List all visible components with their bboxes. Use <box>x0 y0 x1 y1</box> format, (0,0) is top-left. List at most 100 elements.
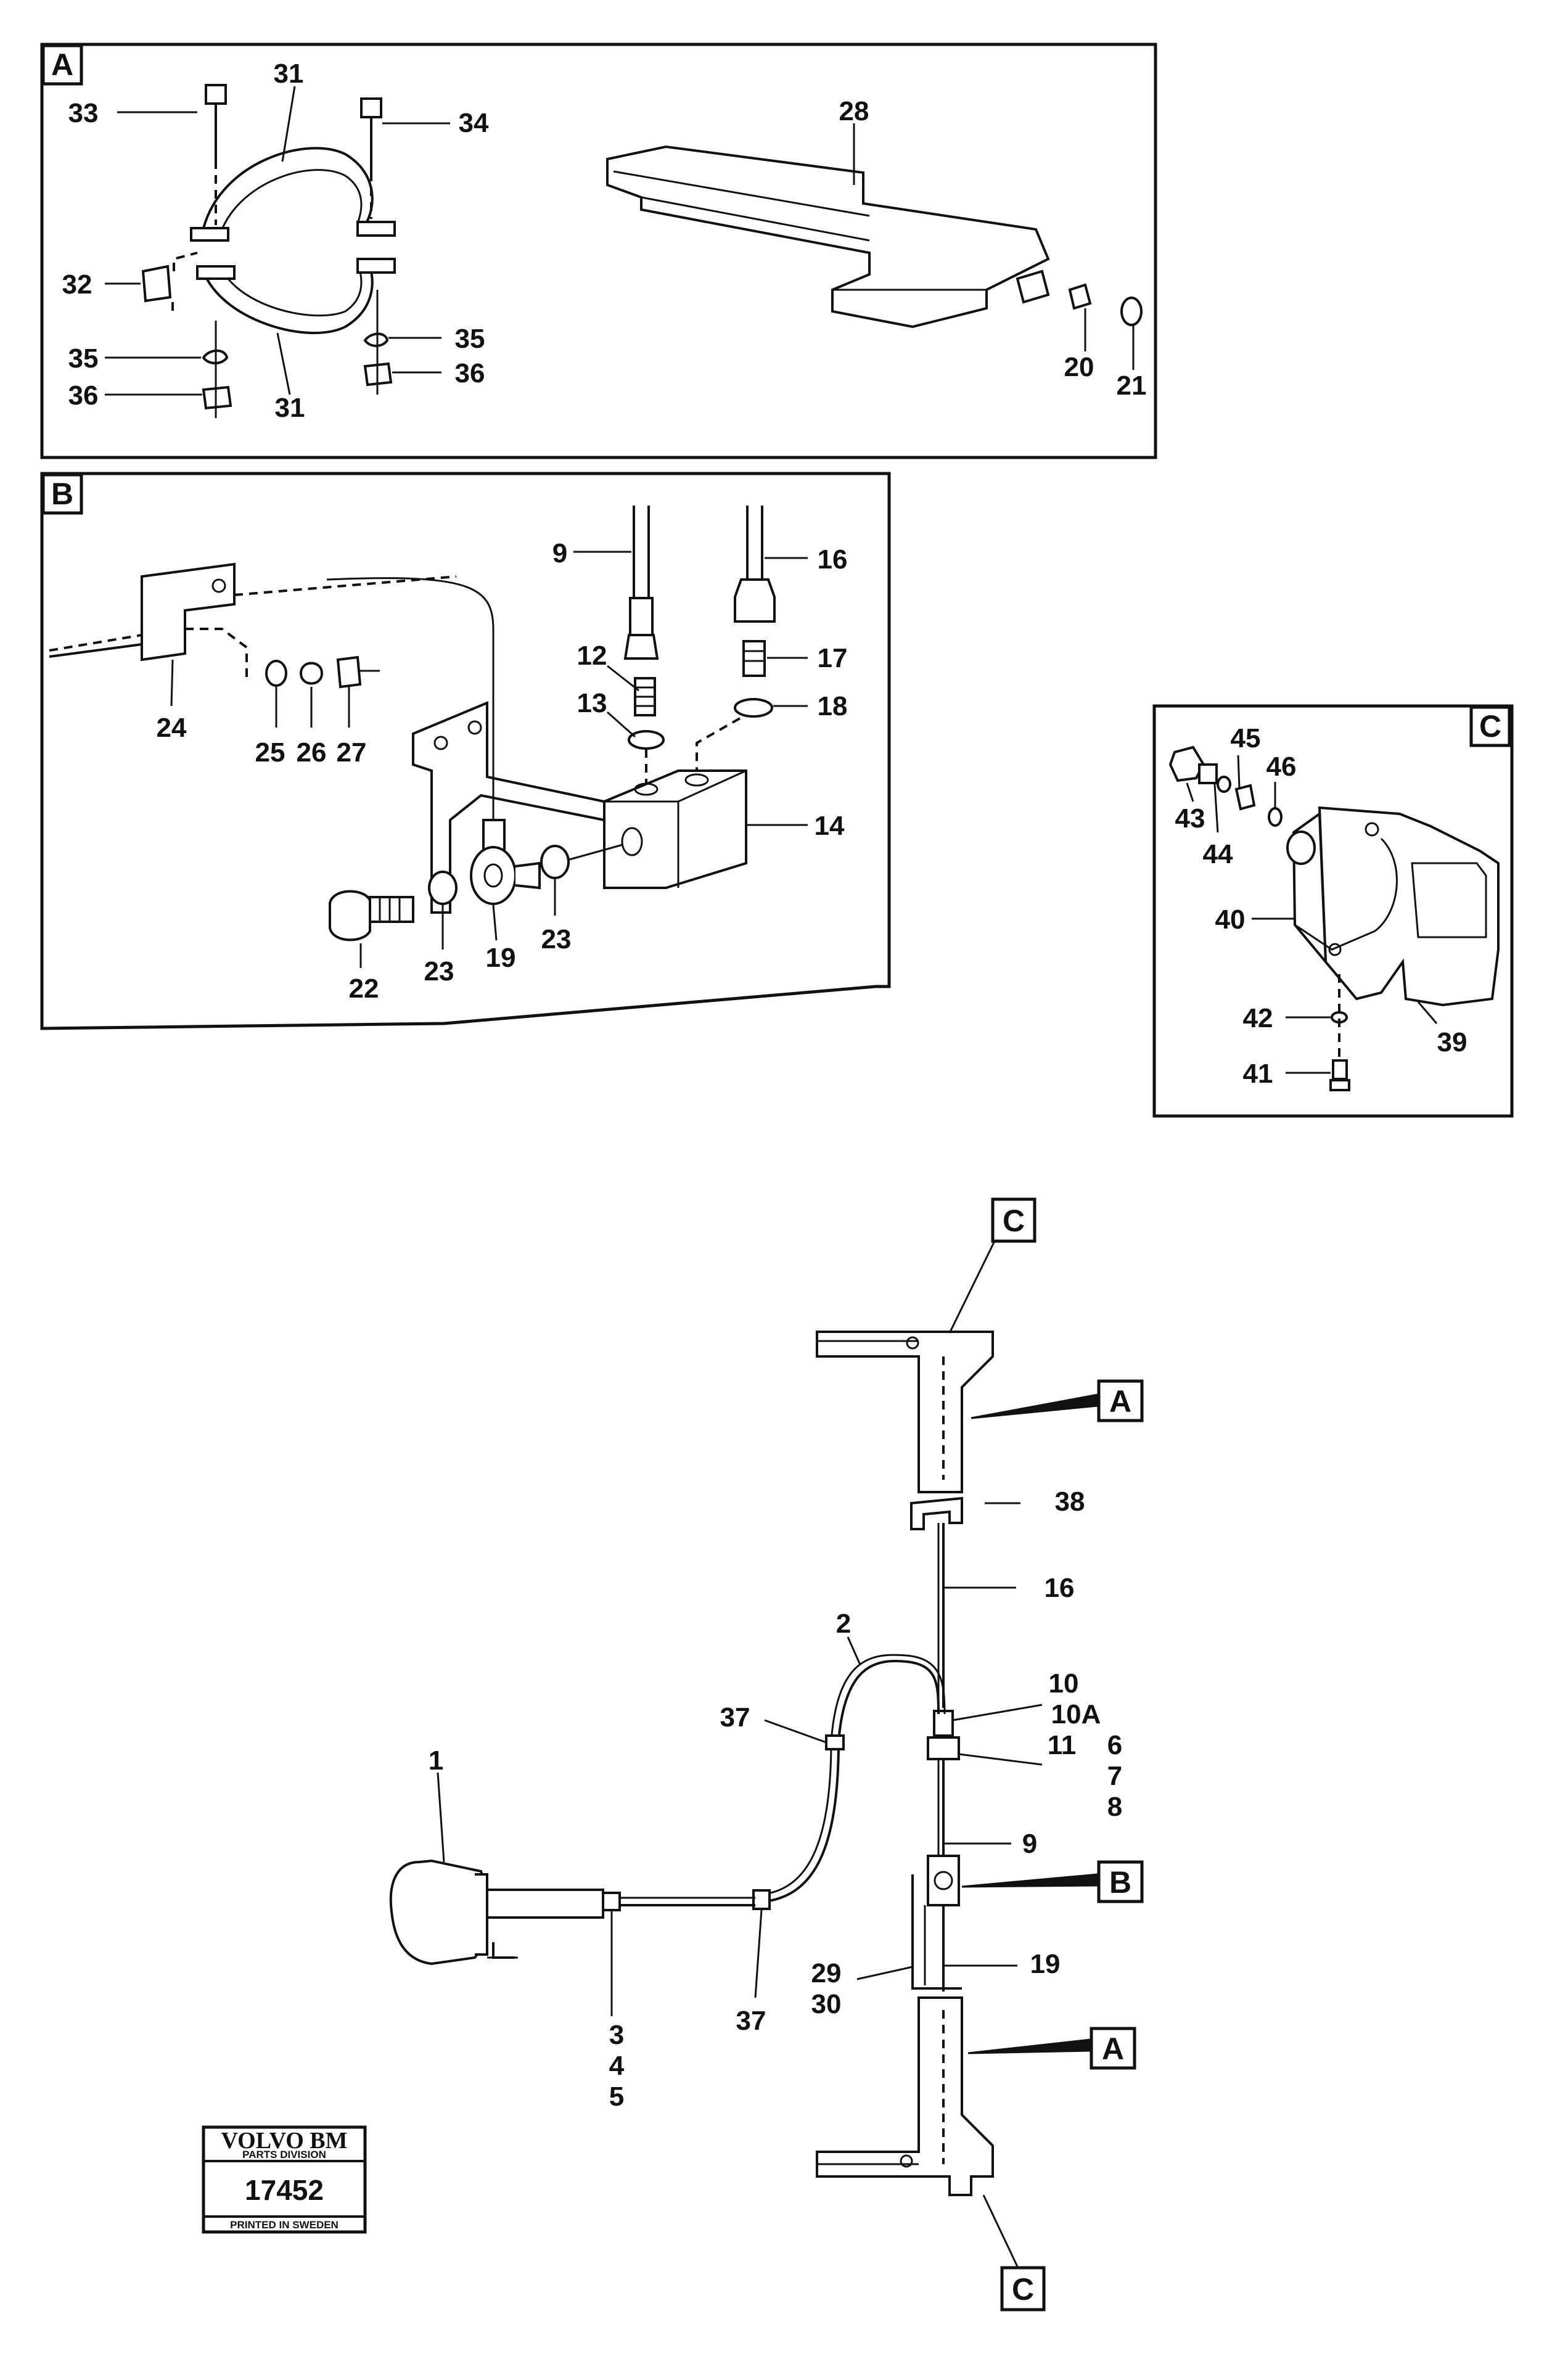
label-1: 1 <box>429 1746 443 1776</box>
label-39: 39 <box>1437 1027 1467 1057</box>
hose-9 <box>623 506 659 660</box>
bracket-40 <box>1286 811 1379 966</box>
valve-block-lower <box>927 1855 960 1906</box>
detail-a-frame <box>40 43 1157 459</box>
detail-c-frame <box>1152 704 1514 1118</box>
label-19-main: 19 <box>1030 1949 1061 1979</box>
bushing-32 <box>141 265 172 303</box>
bolt-33 <box>205 84 227 225</box>
detail-b-letter: B <box>51 477 73 511</box>
washer-25 <box>265 660 287 687</box>
nut-36-left <box>202 385 232 410</box>
lock-washer-26 <box>299 662 324 685</box>
lock-washer-35-right <box>363 332 389 347</box>
label-24: 24 <box>157 713 187 743</box>
label-37-top: 37 <box>720 1702 750 1733</box>
clip-37-bottom <box>752 1889 771 1910</box>
detail-c-letter: C <box>1479 709 1501 744</box>
label-13: 13 <box>577 688 607 718</box>
detail-a-box <box>41 44 83 86</box>
logo-number: 17452 <box>245 2174 324 2206</box>
label-33: 33 <box>68 98 99 128</box>
clip-38 <box>910 1496 963 1530</box>
label-36-left: 36 <box>68 380 99 411</box>
label-6: 6 <box>1107 1730 1122 1760</box>
label-9-main: 9 <box>1022 1829 1037 1859</box>
detail-c-panel: C <box>1152 704 1514 1118</box>
clip-37-top <box>825 1734 845 1750</box>
label-5: 5 <box>609 2082 624 2112</box>
label-46: 46 <box>1266 752 1297 782</box>
label-3: 3 <box>609 2020 624 2050</box>
label-44: 44 <box>1203 839 1233 869</box>
bolt-41 <box>1329 1059 1350 1091</box>
label-25: 25 <box>255 737 285 768</box>
washer-18 <box>734 698 773 718</box>
ref-marker-c-bottom: C <box>982 2194 1046 2312</box>
logo-division: PARTS DIVISION <box>242 2149 326 2160</box>
label-36-right: 36 <box>455 358 485 388</box>
label-16-detail: 16 <box>818 544 848 575</box>
label-26: 26 <box>297 737 327 768</box>
label-19-detail: 19 <box>486 943 516 973</box>
logo-footer: PRINTED IN SWEDEN <box>230 2219 339 2231</box>
label-8: 8 <box>1107 1792 1122 1822</box>
detail-c-box <box>1469 705 1511 747</box>
label-27: 27 <box>337 737 367 768</box>
label-10a: 10A <box>1051 1699 1101 1729</box>
label-35-right: 35 <box>455 324 485 354</box>
detail-b-box <box>41 473 83 515</box>
label-37-bottom: 37 <box>736 2006 766 2036</box>
label-18: 18 <box>818 691 848 721</box>
washer-21 <box>1120 297 1143 326</box>
bracket <box>412 701 605 914</box>
nut-27 <box>336 655 362 689</box>
detail-b-panel: B <box>40 472 891 1030</box>
svg-text:C: C <box>1012 2272 1034 2307</box>
ref-marker-a-upper: A <box>971 1379 1144 1422</box>
label-20: 20 <box>1064 352 1094 382</box>
label-30: 30 <box>811 1989 842 2019</box>
label-42: 42 <box>1243 1003 1273 1033</box>
bolt-34 <box>360 97 382 219</box>
label-12: 12 <box>577 641 607 671</box>
fitting-43 <box>1168 745 1218 784</box>
label-14: 14 <box>815 811 845 841</box>
label-31-top: 31 <box>274 59 304 89</box>
label-34: 34 <box>459 108 489 138</box>
svg-text:A: A <box>1109 1384 1131 1419</box>
svg-text:C: C <box>1003 1204 1025 1238</box>
hose-16 <box>734 506 776 623</box>
main-assembly: 38 16 2 10 10A 37 11 6 7 8 1 9 19 29 30 … <box>389 1197 1144 2312</box>
cap-46 <box>1268 807 1283 827</box>
washer-44 <box>1217 776 1231 793</box>
nipple-17 <box>742 640 766 677</box>
label-7: 7 <box>1107 1761 1122 1791</box>
caliper-39 <box>1318 806 1500 1007</box>
label-17: 17 <box>818 643 848 673</box>
nipple-12 <box>634 677 656 716</box>
valve-block-14 <box>603 769 747 889</box>
lower-frame-member <box>816 1996 994 2196</box>
washer-13 <box>628 730 665 750</box>
fitting-20 <box>1016 269 1092 310</box>
frame-member-28 <box>606 145 1050 329</box>
label-9-detail: 9 <box>552 538 567 568</box>
label-4: 4 <box>609 2051 625 2081</box>
banjo-fitting-19 <box>470 819 541 905</box>
label-29: 29 <box>811 1958 842 1988</box>
washer-23-right <box>540 845 570 879</box>
label-35-left: 35 <box>68 343 99 374</box>
valve-block-junction <box>927 1736 960 1760</box>
detail-a-panel: A <box>40 43 1157 459</box>
label-22: 22 <box>349 974 379 1004</box>
label-21: 21 <box>1117 371 1147 401</box>
ref-marker-c-top: C <box>948 1197 1036 1334</box>
label-41: 41 <box>1243 1059 1273 1089</box>
svg-text:B: B <box>1109 1865 1131 1900</box>
label-2: 2 <box>836 1609 851 1639</box>
label-40: 40 <box>1215 905 1246 935</box>
label-10: 10 <box>1049 1668 1079 1699</box>
detail-a-letter: A <box>51 47 73 82</box>
